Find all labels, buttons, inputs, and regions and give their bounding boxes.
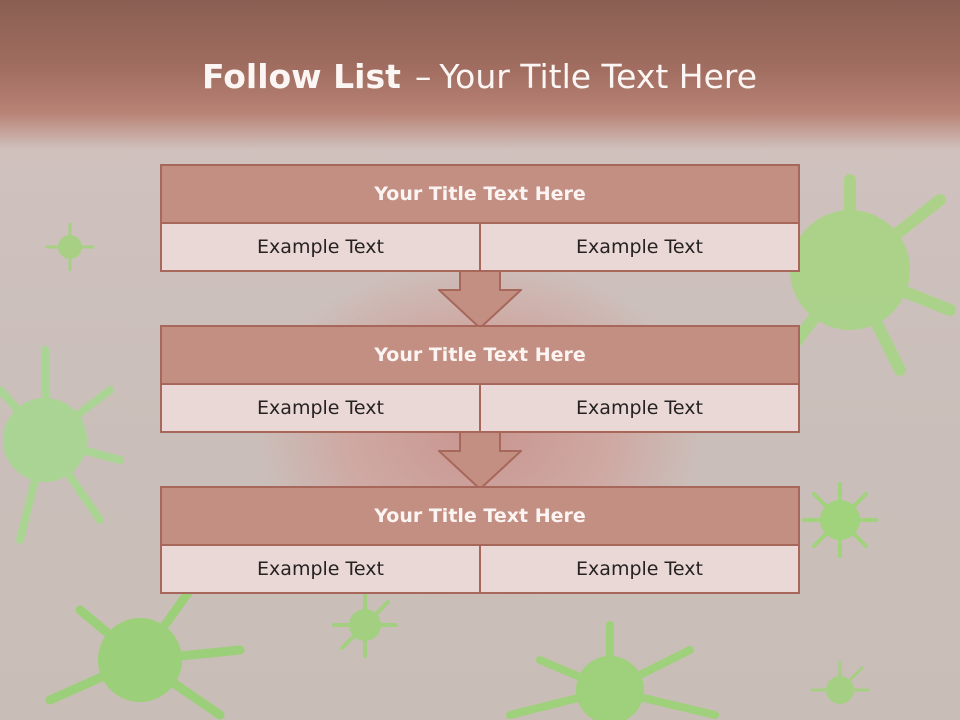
slide-title: Follow List–Your Title Text Here: [202, 52, 757, 102]
virus-illustration: [802, 482, 878, 558]
list-box-row: Example Text Example Text: [162, 224, 798, 270]
list-box-3: Your Title Text Here Example Text Exampl…: [160, 486, 800, 594]
list-box-left-text: Example Text: [257, 236, 384, 258]
list-box-right-text: Example Text: [479, 224, 798, 270]
slide-title-dash: –: [414, 57, 432, 96]
title-bar: [0, 0, 960, 150]
list-box-2: Your Title Text Here Example Text Exampl…: [160, 325, 800, 433]
list-box-1: Your Title Text Here Example Text Exampl…: [160, 164, 800, 272]
virus-illustration: [45, 222, 95, 272]
virus-illustration: [0, 346, 124, 544]
virus-illustration: [45, 585, 245, 720]
down-arrow-icon: [438, 431, 522, 491]
list-box-title: Your Title Text Here: [162, 327, 798, 385]
down-arrow-icon: [438, 270, 522, 330]
list-box-right-text: Example Text: [479, 385, 798, 431]
virus-illustration: [754, 174, 956, 376]
list-box-left-text: Example Text: [257, 558, 384, 580]
slide-title-rest: Your Title Text Here: [439, 57, 758, 96]
list-box-left-text: Example Text: [257, 397, 384, 419]
virus-illustration: [506, 621, 719, 720]
list-box-title: Your Title Text Here: [162, 488, 798, 546]
slide-title-bold: Follow List: [202, 57, 401, 96]
list-box-title: Your Title Text Here: [162, 166, 798, 224]
list-box-right-text: Example Text: [479, 546, 798, 592]
virus-illustration: [810, 660, 870, 704]
virus-illustration: [332, 592, 398, 658]
list-box-row: Example Text Example Text: [162, 546, 798, 592]
list-box-row: Example Text Example Text: [162, 385, 798, 431]
